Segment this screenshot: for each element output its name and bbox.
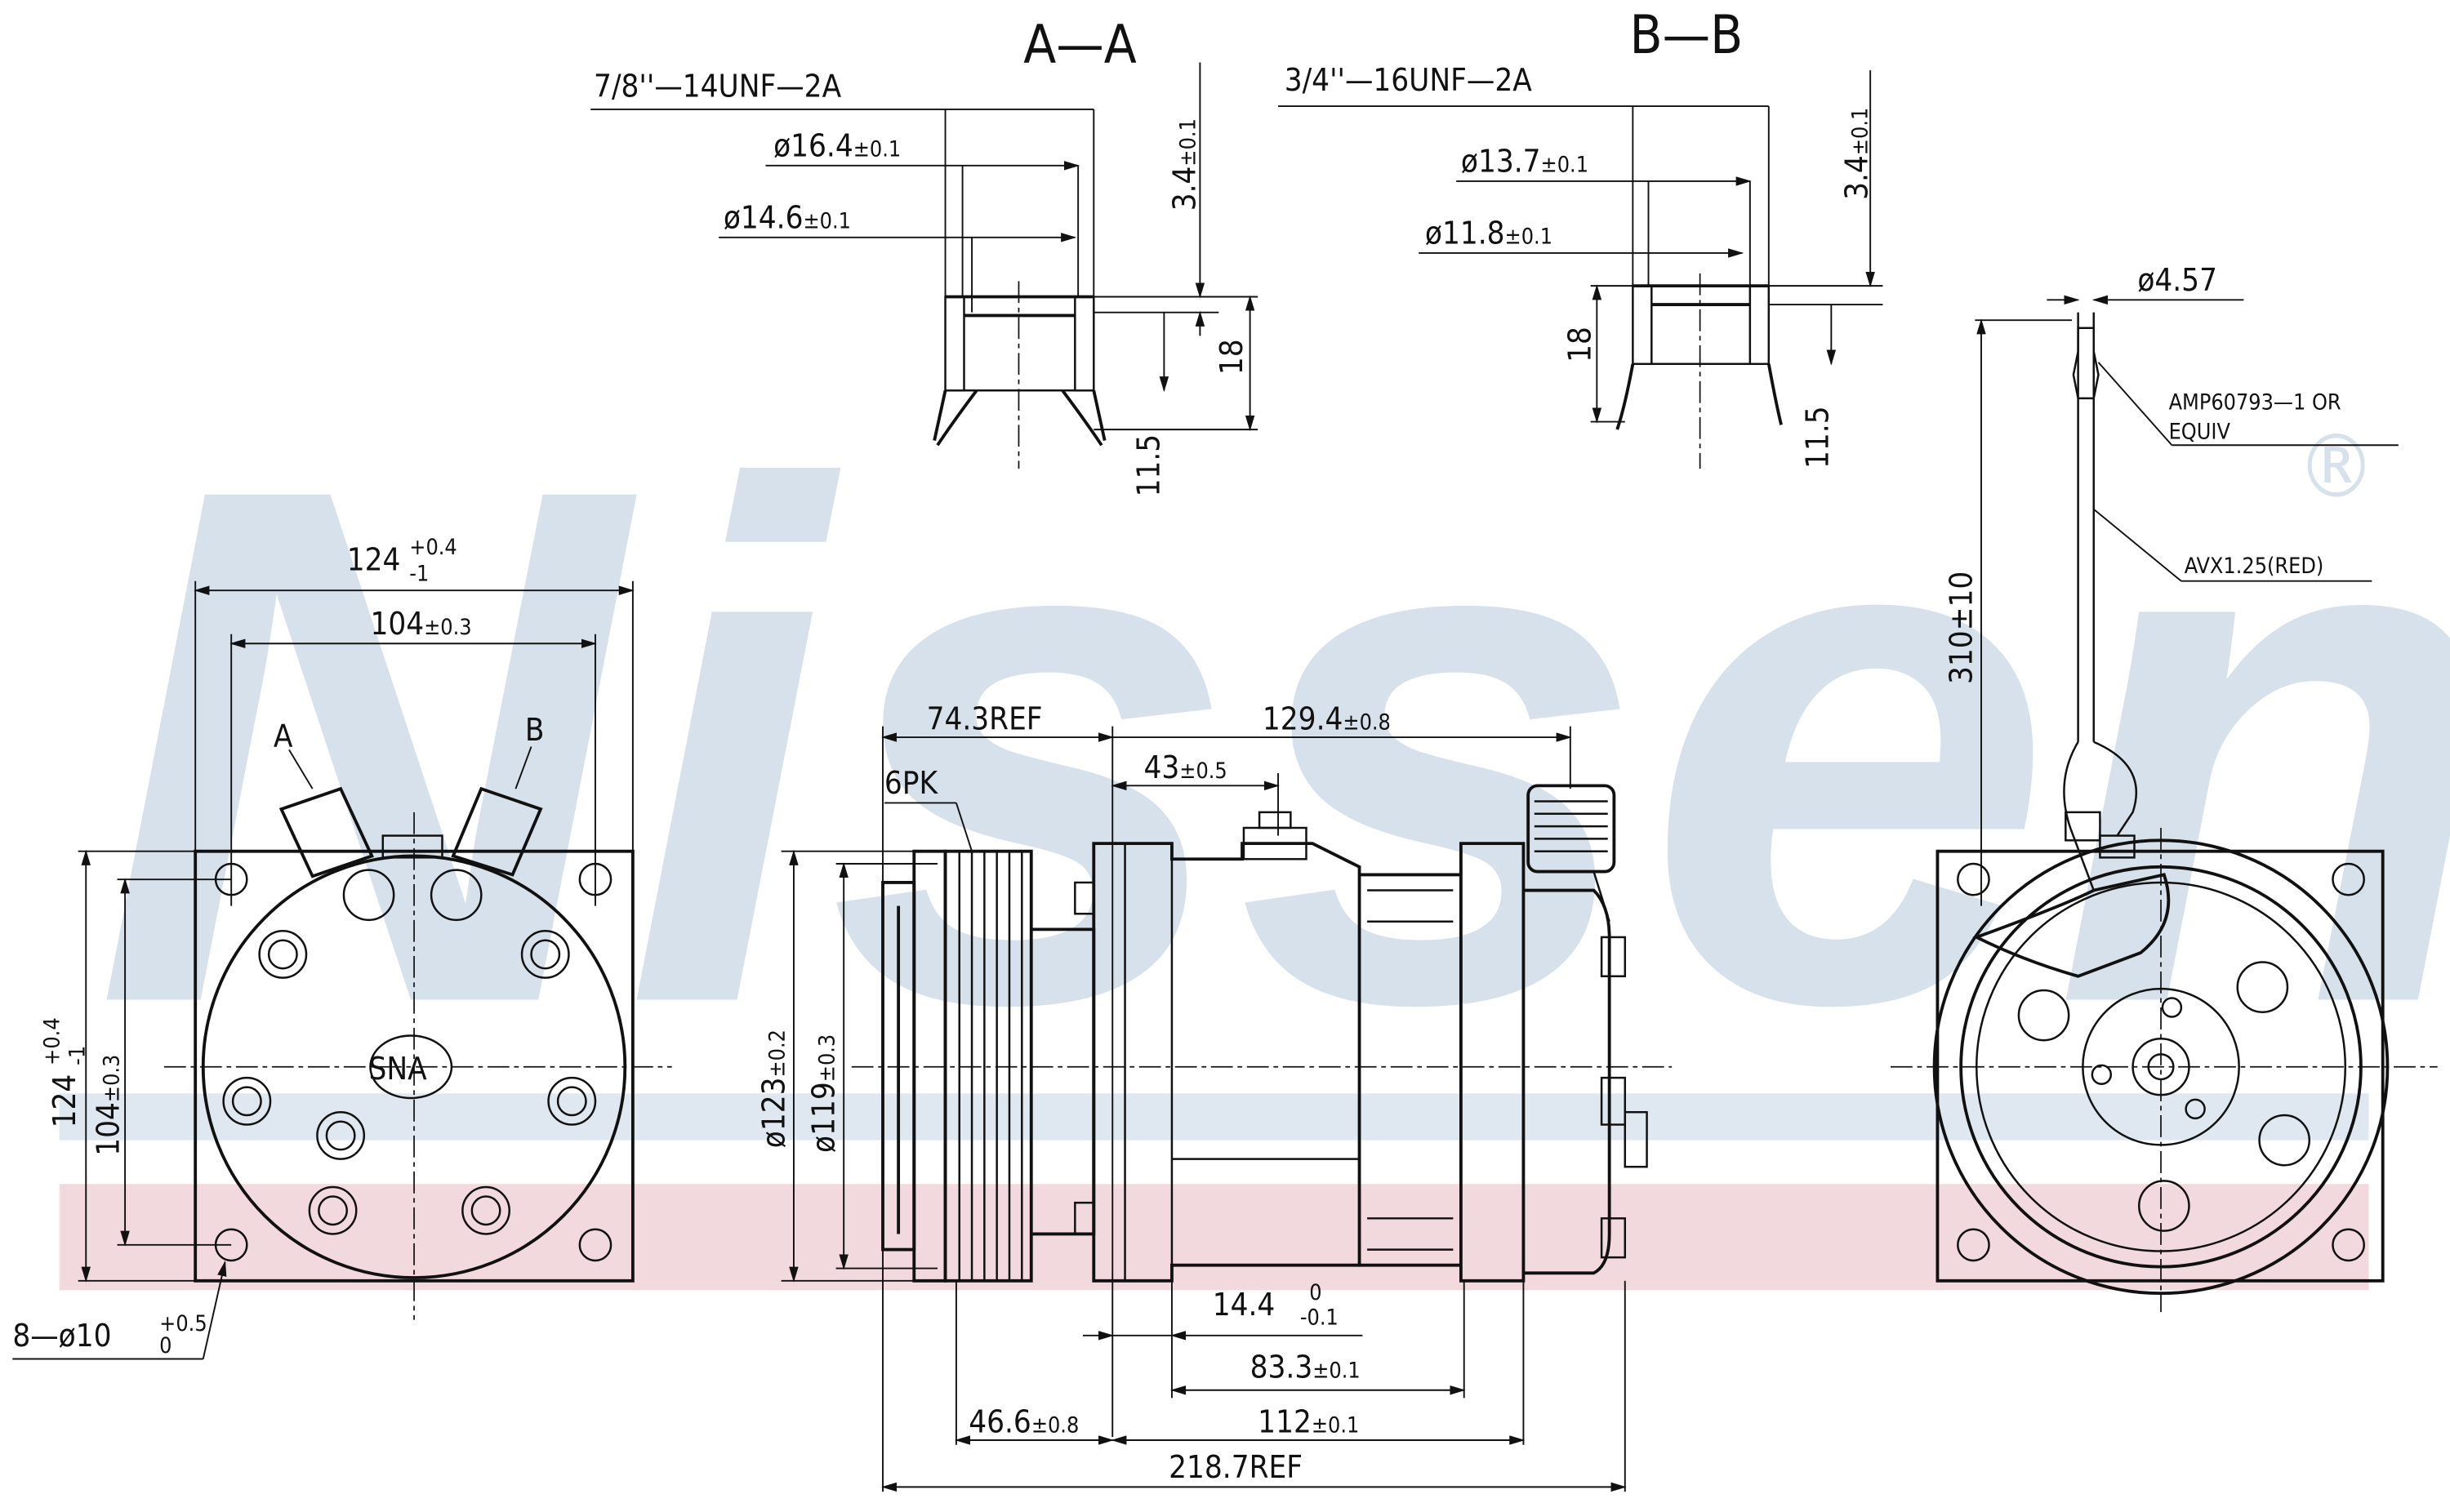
overall-length-dim: 218.7REF xyxy=(1169,1449,1303,1486)
rear-view: ø4.57 310±10 AMP60793—1 OR EQUIV AVX1.25… xyxy=(1891,262,2438,1313)
holes-tol-up: +0.5 xyxy=(159,1311,207,1336)
holes-tol-dn: 0 xyxy=(159,1333,172,1359)
wire-spec-label: AVX1.25(RED) xyxy=(2185,554,2324,579)
pulley-grooves xyxy=(943,849,1033,1283)
front-height-outer-tol-dn: -1 xyxy=(65,1046,90,1065)
front-height-outer-tol-up: +0.4 xyxy=(40,1017,65,1065)
port-a: A xyxy=(274,718,375,878)
belt-type: 6PK xyxy=(884,765,939,802)
a-length-dim: 18 xyxy=(1214,339,1250,375)
section-b-title: B—B xyxy=(1630,5,1744,66)
mount-span-dim: 83.3±0.1 xyxy=(1250,1349,1361,1385)
port-b: B xyxy=(451,712,545,877)
b-depth-dim: 3.4±0.1 xyxy=(1838,108,1875,200)
holes-spec: 8—ø10 xyxy=(12,1318,111,1354)
wire-harness xyxy=(2063,312,2138,891)
front-view: 124 +0.4 -1 104±0.3 A xyxy=(12,535,672,1360)
bolt-heads xyxy=(222,869,597,1235)
a-outer-diameter: ø16.4±0.1 xyxy=(773,127,901,164)
port-offset-dim: 43±0.5 xyxy=(1144,749,1227,786)
clutch-ref-dim: 74.3REF xyxy=(927,700,1043,737)
pulley-offset-dim: 46.6±0.8 xyxy=(969,1403,1079,1440)
front-height-holes: 104±0.3 xyxy=(90,1055,127,1156)
mount-offset-tol-dn: -0.1 xyxy=(1300,1305,1339,1330)
front-height-outer: 124 xyxy=(47,1074,83,1128)
b-outer-diameter: ø13.7±0.1 xyxy=(1461,143,1588,180)
mount-offset-dim: 14.4 xyxy=(1213,1287,1276,1323)
mount-length-dim: 112±0.1 xyxy=(1258,1403,1359,1440)
wire-diameter-dim: ø4.57 xyxy=(2137,262,2217,299)
brand-watermark: Nissens xyxy=(94,335,2450,1155)
thread-b-label: 3/4''—16UNF—2A xyxy=(1285,62,1533,99)
front-width-outer-tol-up: +0.4 xyxy=(409,535,457,560)
section-b-b: B—B 3/4''—16UNF—2A ø13.7±0.1 ø11.8±0.1 3… xyxy=(1278,5,1883,469)
suction-fitting xyxy=(1526,784,1616,923)
b-inner-diameter: ø11.8±0.1 xyxy=(1425,215,1552,251)
b-length-dim: 18 xyxy=(1562,327,1599,362)
section-a-a: A—A 7/8''—14UNF—2A ø16.4±0.1 ø14.6±0.1 3… xyxy=(590,15,1258,497)
thread-a-label: 7/8''—14UNF—2A xyxy=(594,69,842,105)
watermark: Nissens ® xyxy=(59,335,2450,1291)
a-inner-diameter: ø14.6±0.1 xyxy=(724,199,851,236)
port-a-label: A xyxy=(274,718,293,755)
pulley-diameter-dim: ø123±0.2 xyxy=(755,1029,792,1148)
section-a-title: A—A xyxy=(1023,15,1137,76)
b-bore-dim: 11.5 xyxy=(1800,406,1837,469)
front-width-holes: 104±0.3 xyxy=(370,606,471,643)
port-b-label: B xyxy=(525,712,545,749)
a-depth-dim: 3.4±0.1 xyxy=(1167,118,1204,211)
mount-offset-tol-up: 0 xyxy=(1309,1280,1321,1305)
connector-label-2: EQUIV xyxy=(2169,420,2231,445)
a-bore-dim: 11.5 xyxy=(1131,434,1168,497)
wire-length-dim: 310±10 xyxy=(1944,571,1980,684)
front-width-outer: 124 xyxy=(347,541,401,578)
registered-mark: ® xyxy=(2296,416,2375,518)
belt-diameter-dim: ø119±0.3 xyxy=(806,1034,843,1153)
body-length-dim: 129.4±0.8 xyxy=(1263,700,1391,737)
pink-band xyxy=(59,1184,2369,1291)
sna-marking: SNA xyxy=(369,1051,428,1087)
front-width-outer-tol-dn: -1 xyxy=(409,562,429,587)
connector-label-1: AMP60793—1 OR xyxy=(2169,389,2341,415)
side-view: 74.3REF 129.4±0.8 43±0.5 6PK xyxy=(755,700,1673,1492)
